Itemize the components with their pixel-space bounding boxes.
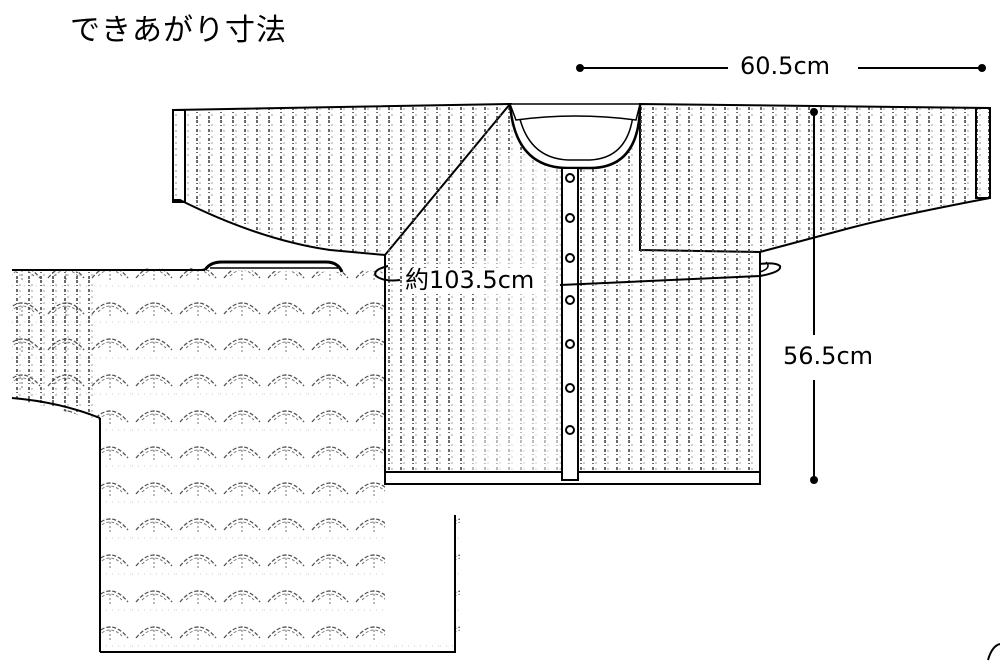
button bbox=[565, 173, 575, 183]
back-view bbox=[11, 260, 460, 653]
length-dimension-line bbox=[810, 108, 818, 484]
body-length-label: 56.5cm bbox=[783, 342, 874, 370]
button bbox=[565, 383, 575, 393]
sleeve-dimension-line bbox=[576, 64, 986, 72]
back-sleeve bbox=[12, 270, 100, 420]
left-cuff bbox=[172, 109, 186, 203]
button bbox=[565, 425, 575, 435]
chest-dimension-line bbox=[374, 261, 782, 286]
back-neck-band bbox=[203, 260, 344, 273]
button bbox=[565, 213, 575, 223]
page-title: できあがり寸法 bbox=[70, 13, 287, 48]
chest-label: 約103.5cm bbox=[402, 268, 538, 292]
button bbox=[565, 339, 575, 349]
button-band bbox=[561, 167, 579, 481]
button bbox=[565, 253, 575, 263]
left-front-panel bbox=[470, 150, 560, 480]
right-cuff bbox=[975, 107, 991, 199]
corner-mark bbox=[987, 643, 1000, 661]
button bbox=[565, 295, 575, 305]
sleeve-length-label: 60.5cm bbox=[740, 52, 831, 80]
buttons bbox=[565, 173, 575, 435]
back-body-outline bbox=[12, 263, 460, 652]
